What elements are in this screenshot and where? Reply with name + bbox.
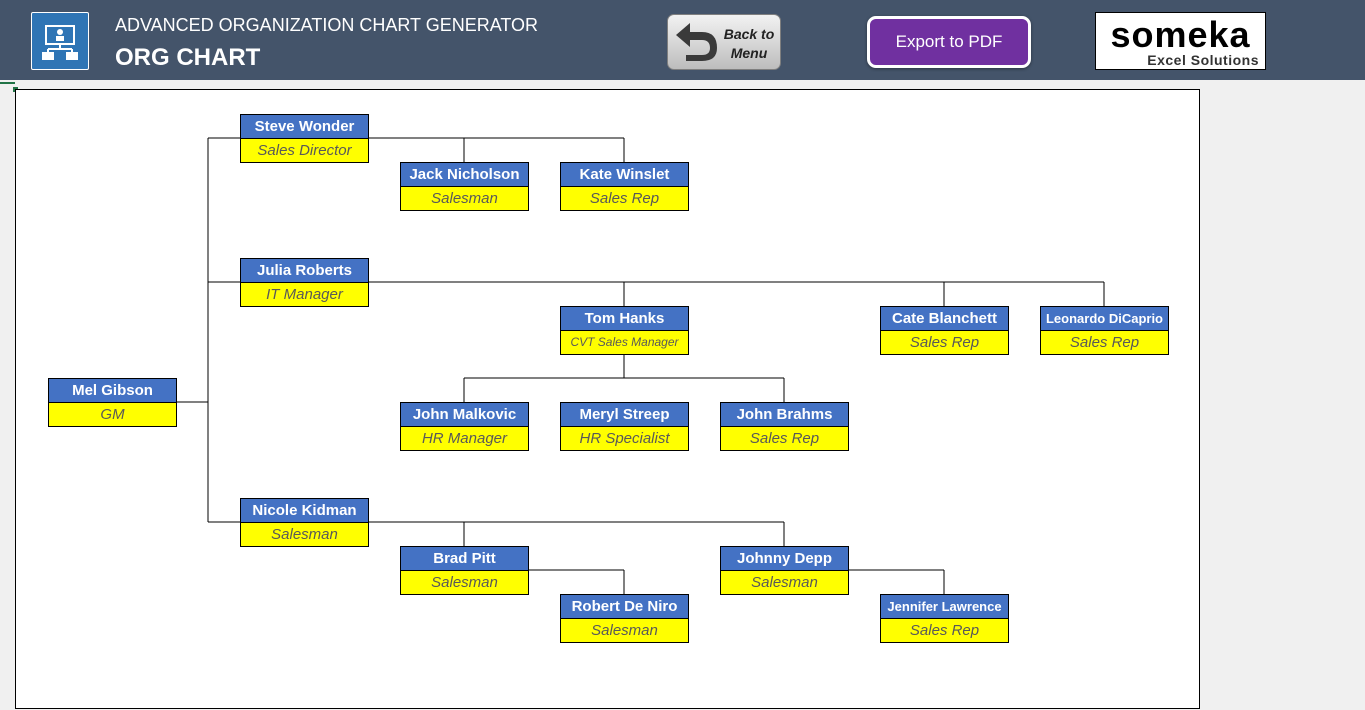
org-node-steve-wonder[interactable]: Steve Wonder Sales Director	[240, 114, 369, 163]
someka-logo[interactable]: someka Excel Solutions	[1095, 12, 1266, 70]
node-role: Sales Rep	[881, 331, 1008, 354]
node-name: John Brahms	[721, 403, 848, 427]
org-node-jennifer-lawrence[interactable]: Jennifer Lawrence Sales Rep	[880, 594, 1009, 643]
org-node-kate-winslet[interactable]: Kate Winslet Sales Rep	[560, 162, 689, 211]
org-chart-canvas: Mel Gibson GM Steve Wonder Sales Directo…	[15, 89, 1200, 709]
org-node-cate-blanchett[interactable]: Cate Blanchett Sales Rep	[880, 306, 1009, 355]
page-title: ORG CHART	[115, 44, 261, 71]
node-role: Salesman	[561, 619, 688, 642]
node-name: Nicole Kidman	[241, 499, 368, 523]
cell-selection-marker	[0, 82, 15, 90]
node-name: Johnny Depp	[721, 547, 848, 571]
node-role: Salesman	[721, 571, 848, 594]
app-subtitle: ADVANCED ORGANIZATION CHART GENERATOR	[115, 15, 539, 35]
org-chart-app-icon	[31, 12, 89, 70]
node-role: CVT Sales Manager	[561, 331, 688, 354]
node-name: Robert De Niro	[561, 595, 688, 619]
node-role: Sales Director	[241, 139, 368, 162]
export-to-pdf-button[interactable]: Export to PDF	[867, 16, 1031, 68]
node-name: Jack Nicholson	[401, 163, 528, 187]
node-name: Leonardo DiCaprio	[1041, 307, 1168, 331]
org-node-robert-de-niro[interactable]: Robert De Niro Salesman	[560, 594, 689, 643]
node-role: Salesman	[401, 187, 528, 210]
node-role: Salesman	[401, 571, 528, 594]
node-name: Tom Hanks	[561, 307, 688, 331]
org-node-jack-nicholson[interactable]: Jack Nicholson Salesman	[400, 162, 529, 211]
org-node-brad-pitt[interactable]: Brad Pitt Salesman	[400, 546, 529, 595]
org-node-john-brahms[interactable]: John Brahms Sales Rep	[720, 402, 849, 451]
node-name: Meryl Streep	[561, 403, 688, 427]
node-name: Mel Gibson	[49, 379, 176, 403]
logo-tagline: Excel Solutions	[1147, 52, 1259, 68]
node-name: Jennifer Lawrence	[881, 595, 1008, 619]
node-name: Steve Wonder	[241, 115, 368, 139]
org-node-johnny-depp[interactable]: Johnny Depp Salesman	[720, 546, 849, 595]
org-node-john-malkovic[interactable]: John Malkovic HR Manager	[400, 402, 529, 451]
node-role: HR Specialist	[561, 427, 688, 450]
org-node-leonardo-dicaprio[interactable]: Leonardo DiCaprio Sales Rep	[1040, 306, 1169, 355]
node-role: Sales Rep	[881, 619, 1008, 642]
node-role: Sales Rep	[561, 187, 688, 210]
node-name: Cate Blanchett	[881, 307, 1008, 331]
back-arrow-icon	[676, 23, 717, 61]
org-node-meryl-streep[interactable]: Meryl Streep HR Specialist	[560, 402, 689, 451]
node-role: GM	[49, 403, 176, 426]
node-name: Julia Roberts	[241, 259, 368, 283]
header-bar: ADVANCED ORGANIZATION CHART GENERATOR OR…	[0, 0, 1365, 80]
org-node-nicole-kidman[interactable]: Nicole Kidman Salesman	[240, 498, 369, 547]
node-name: John Malkovic	[401, 403, 528, 427]
logo-text: someka	[1110, 14, 1251, 55]
node-role: Sales Rep	[721, 427, 848, 450]
node-role: Salesman	[241, 523, 368, 546]
org-node-mel-gibson[interactable]: Mel Gibson GM	[48, 378, 177, 427]
node-role: HR Manager	[401, 427, 528, 450]
node-name: Brad Pitt	[401, 547, 528, 571]
org-node-tom-hanks[interactable]: Tom Hanks CVT Sales Manager	[560, 306, 689, 355]
node-role: IT Manager	[241, 283, 368, 306]
org-node-julia-roberts[interactable]: Julia Roberts IT Manager	[240, 258, 369, 307]
node-name: Kate Winslet	[561, 163, 688, 187]
node-role: Sales Rep	[1041, 331, 1168, 354]
connector-lines	[176, 137, 1105, 594]
